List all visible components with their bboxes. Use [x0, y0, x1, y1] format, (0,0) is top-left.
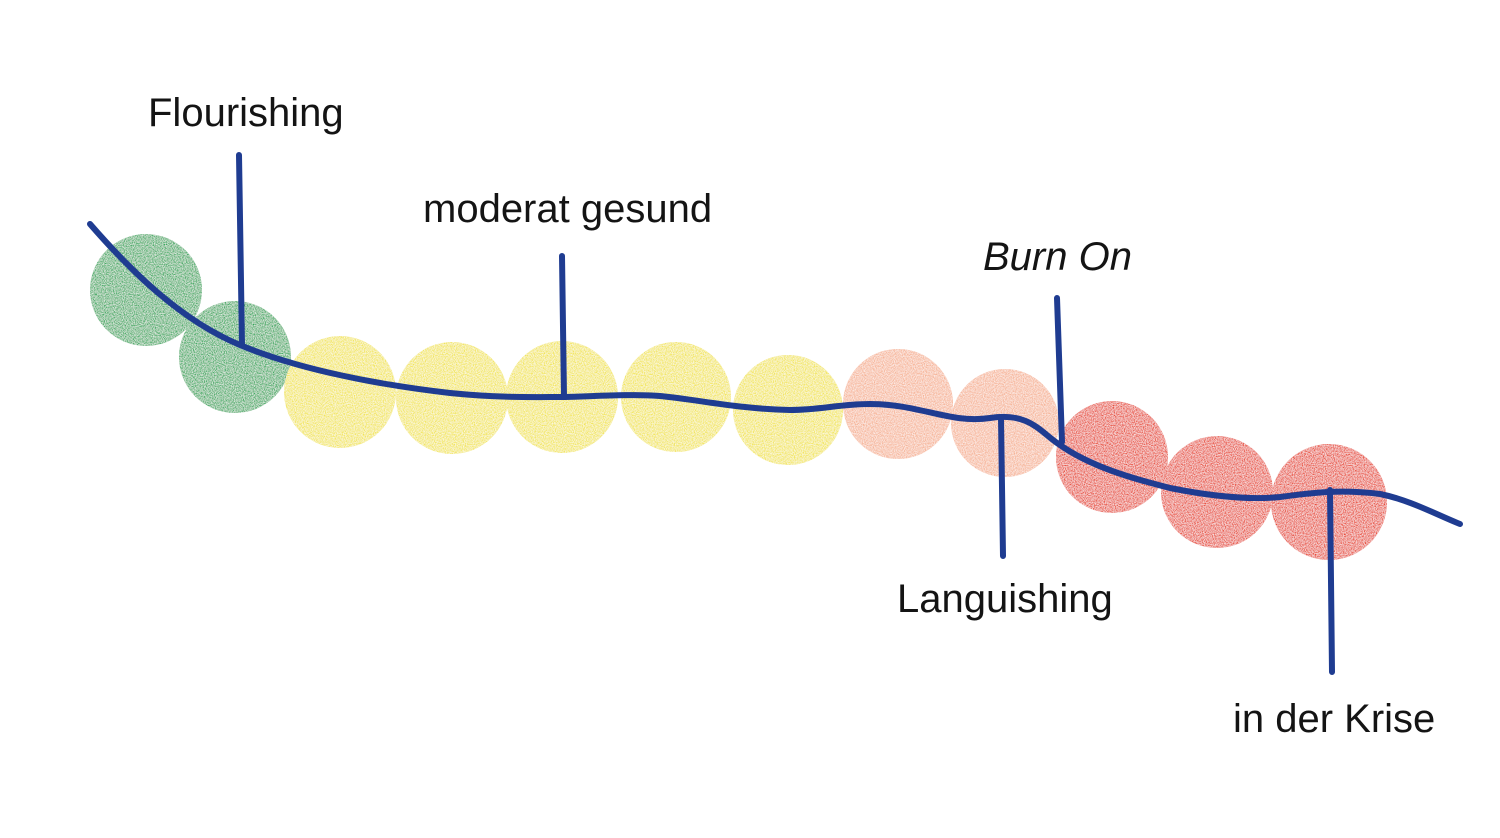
languishing-marker-line [998, 415, 1006, 559]
label-in-der-krise: in der Krise [1233, 697, 1435, 741]
burn-on-marker-line [1054, 295, 1065, 445]
label-flourishing: Flourishing [148, 91, 344, 135]
dot-group [90, 234, 1387, 560]
wellbeing-curve-line [87, 221, 1463, 527]
dot-peach-9 [951, 369, 1059, 477]
flourishing-marker-line [236, 152, 245, 348]
dot-red-11 [1161, 436, 1273, 548]
dot-red-10 [1056, 401, 1168, 513]
dot-green-1 [90, 234, 202, 346]
dot-yellow-4 [396, 342, 508, 454]
label-languishing: Languishing [897, 577, 1113, 621]
label-burn-on: Burn On [983, 235, 1132, 279]
moderat-gesund-marker-line [559, 253, 567, 400]
in-der-krise-marker-line [1327, 487, 1335, 675]
dot-yellow-3 [284, 336, 396, 448]
label-moderat-gesund: moderat gesund [423, 187, 712, 231]
